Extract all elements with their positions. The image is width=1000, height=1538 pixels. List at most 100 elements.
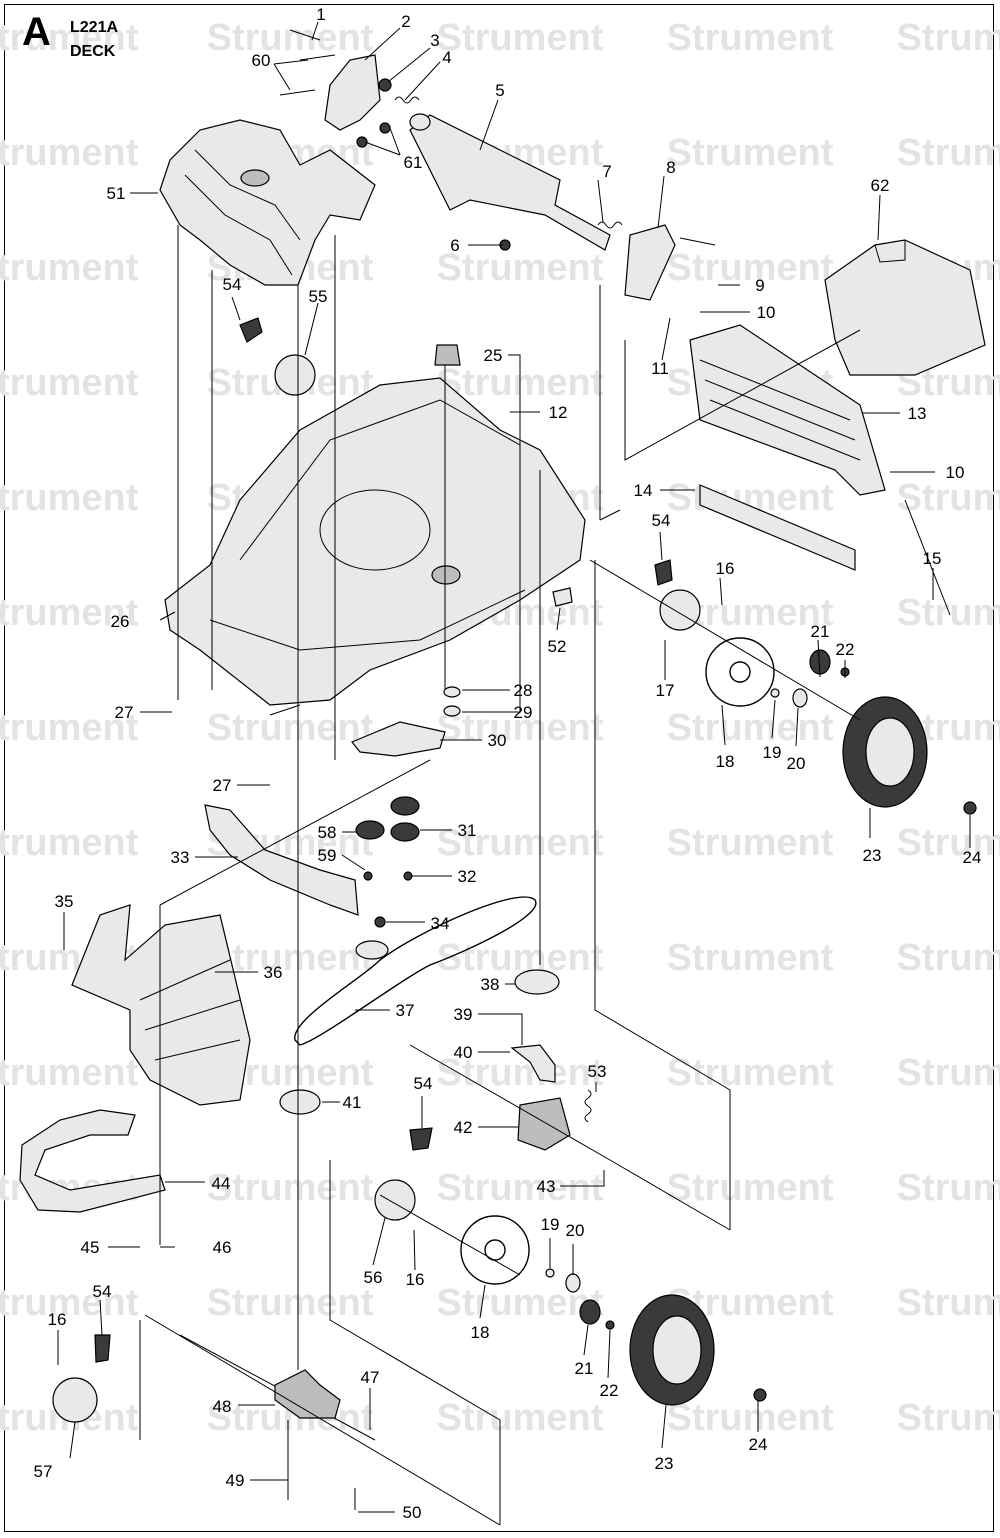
watermark-text: Strument [0,1282,139,1324]
callout-12: 12 [549,403,568,422]
watermark-text: Strument [0,362,139,404]
callout-3: 3 [430,31,439,50]
callout-54: 54 [652,511,671,530]
callout-23: 23 [863,846,882,865]
callout-49: 49 [226,1471,245,1490]
watermark-text: Strument [897,592,1000,634]
watermark-text: Strument [207,707,374,749]
watermark-text: Strument [437,1397,604,1439]
callout-39: 39 [454,1005,473,1024]
leader-line [556,607,561,631]
callout-10: 10 [946,463,965,482]
watermark-text: Strument [207,1167,374,1209]
leader-line [657,175,665,229]
watermark-text: Strument [667,1397,834,1439]
leader-line [404,61,441,101]
callout-42: 42 [454,1118,473,1137]
callout-36: 36 [264,963,283,982]
callout-5: 5 [495,81,504,100]
part-54-lever [239,317,263,343]
part-62-grass-bag-top [824,239,986,376]
watermark-text: Strument [0,592,139,634]
callout-31: 31 [458,821,477,840]
part-32-screw [403,871,413,881]
alignment-line [594,560,731,1230]
brand-logo [240,169,270,187]
watermark-text: Strument [0,1052,139,1094]
leader-line [719,577,723,606]
part-17-height-adjuster [659,589,701,631]
part-53-spring [584,1089,592,1123]
alignment-line [589,559,861,721]
part-23-rear-wheel-rim [652,1315,702,1385]
part-12-deck [164,377,586,706]
part-14-rear-flap [699,484,856,571]
leader-line [304,302,319,356]
part-12-deck-ridge [239,399,521,561]
leader-line [159,611,176,621]
watermark-text: Strument [437,17,604,59]
watermark-text: Strument [667,707,834,749]
part-56-height-adjuster [374,1179,416,1221]
callout-27: 27 [213,776,232,795]
watermark-text: Strument [0,17,139,59]
part-15-rod [904,499,951,616]
callout-37: 37 [396,1001,415,1020]
callout-23: 23 [655,1454,674,1473]
leader-line [659,531,663,561]
part-61-nut [379,122,391,134]
callout-34: 34 [431,914,450,933]
leader-line [364,27,401,61]
part-22-clip [605,1320,615,1330]
callout-6: 6 [450,236,459,255]
part-44-rear-skirt [19,1109,166,1213]
watermark-text: Strument [0,132,139,174]
section-letter: A [22,10,51,54]
callout-25: 25 [484,346,503,365]
part-12-deck-height-port [431,565,461,585]
callout-48: 48 [213,1397,232,1416]
part-24-nut [963,801,977,815]
watermark-text: Strument [207,1282,374,1324]
callout-22: 22 [836,640,855,659]
callout-16: 16 [406,1270,425,1289]
leader-line [583,1324,589,1356]
leader-line [341,854,366,871]
watermark-text: Strument [437,822,604,864]
leader-line [817,639,821,678]
callout-27: 27 [115,703,134,722]
watermark-text: Strument [0,707,139,749]
leader-line [273,59,309,91]
callout-26: 26 [111,612,130,631]
leader-line [771,699,776,739]
callout-60: 60 [252,51,271,70]
callout-51: 51 [107,184,126,203]
part-37-drive-belt [294,896,537,1046]
leader-lines [57,21,971,1526]
watermark-text: Strument [207,17,374,59]
callout-59: 59 [318,846,337,865]
callout-40: 40 [454,1043,473,1062]
callout-24: 24 [749,1435,768,1454]
part-60-screw [279,89,316,96]
part-5-rear-flap [409,114,611,251]
watermark-text: Strument [437,1167,604,1209]
watermark-text: Strument [437,1052,604,1094]
part-38-pulley [514,969,560,995]
part-30-mounting-plate [351,721,446,757]
alignment-line [144,1314,501,1526]
leader-line [372,1217,386,1266]
callout-54: 54 [93,1282,112,1301]
callout-7: 7 [602,162,611,181]
part-28-nut [443,686,461,698]
section-title: DECK [70,43,116,60]
callout-16: 16 [48,1310,67,1329]
alignment-line [159,759,431,906]
watermark-text: Strument [0,477,139,519]
part-52-clip [552,587,573,607]
alignment-line [379,1194,521,1276]
callout-22: 22 [600,1381,619,1400]
part-51-handle-cover [159,119,376,286]
